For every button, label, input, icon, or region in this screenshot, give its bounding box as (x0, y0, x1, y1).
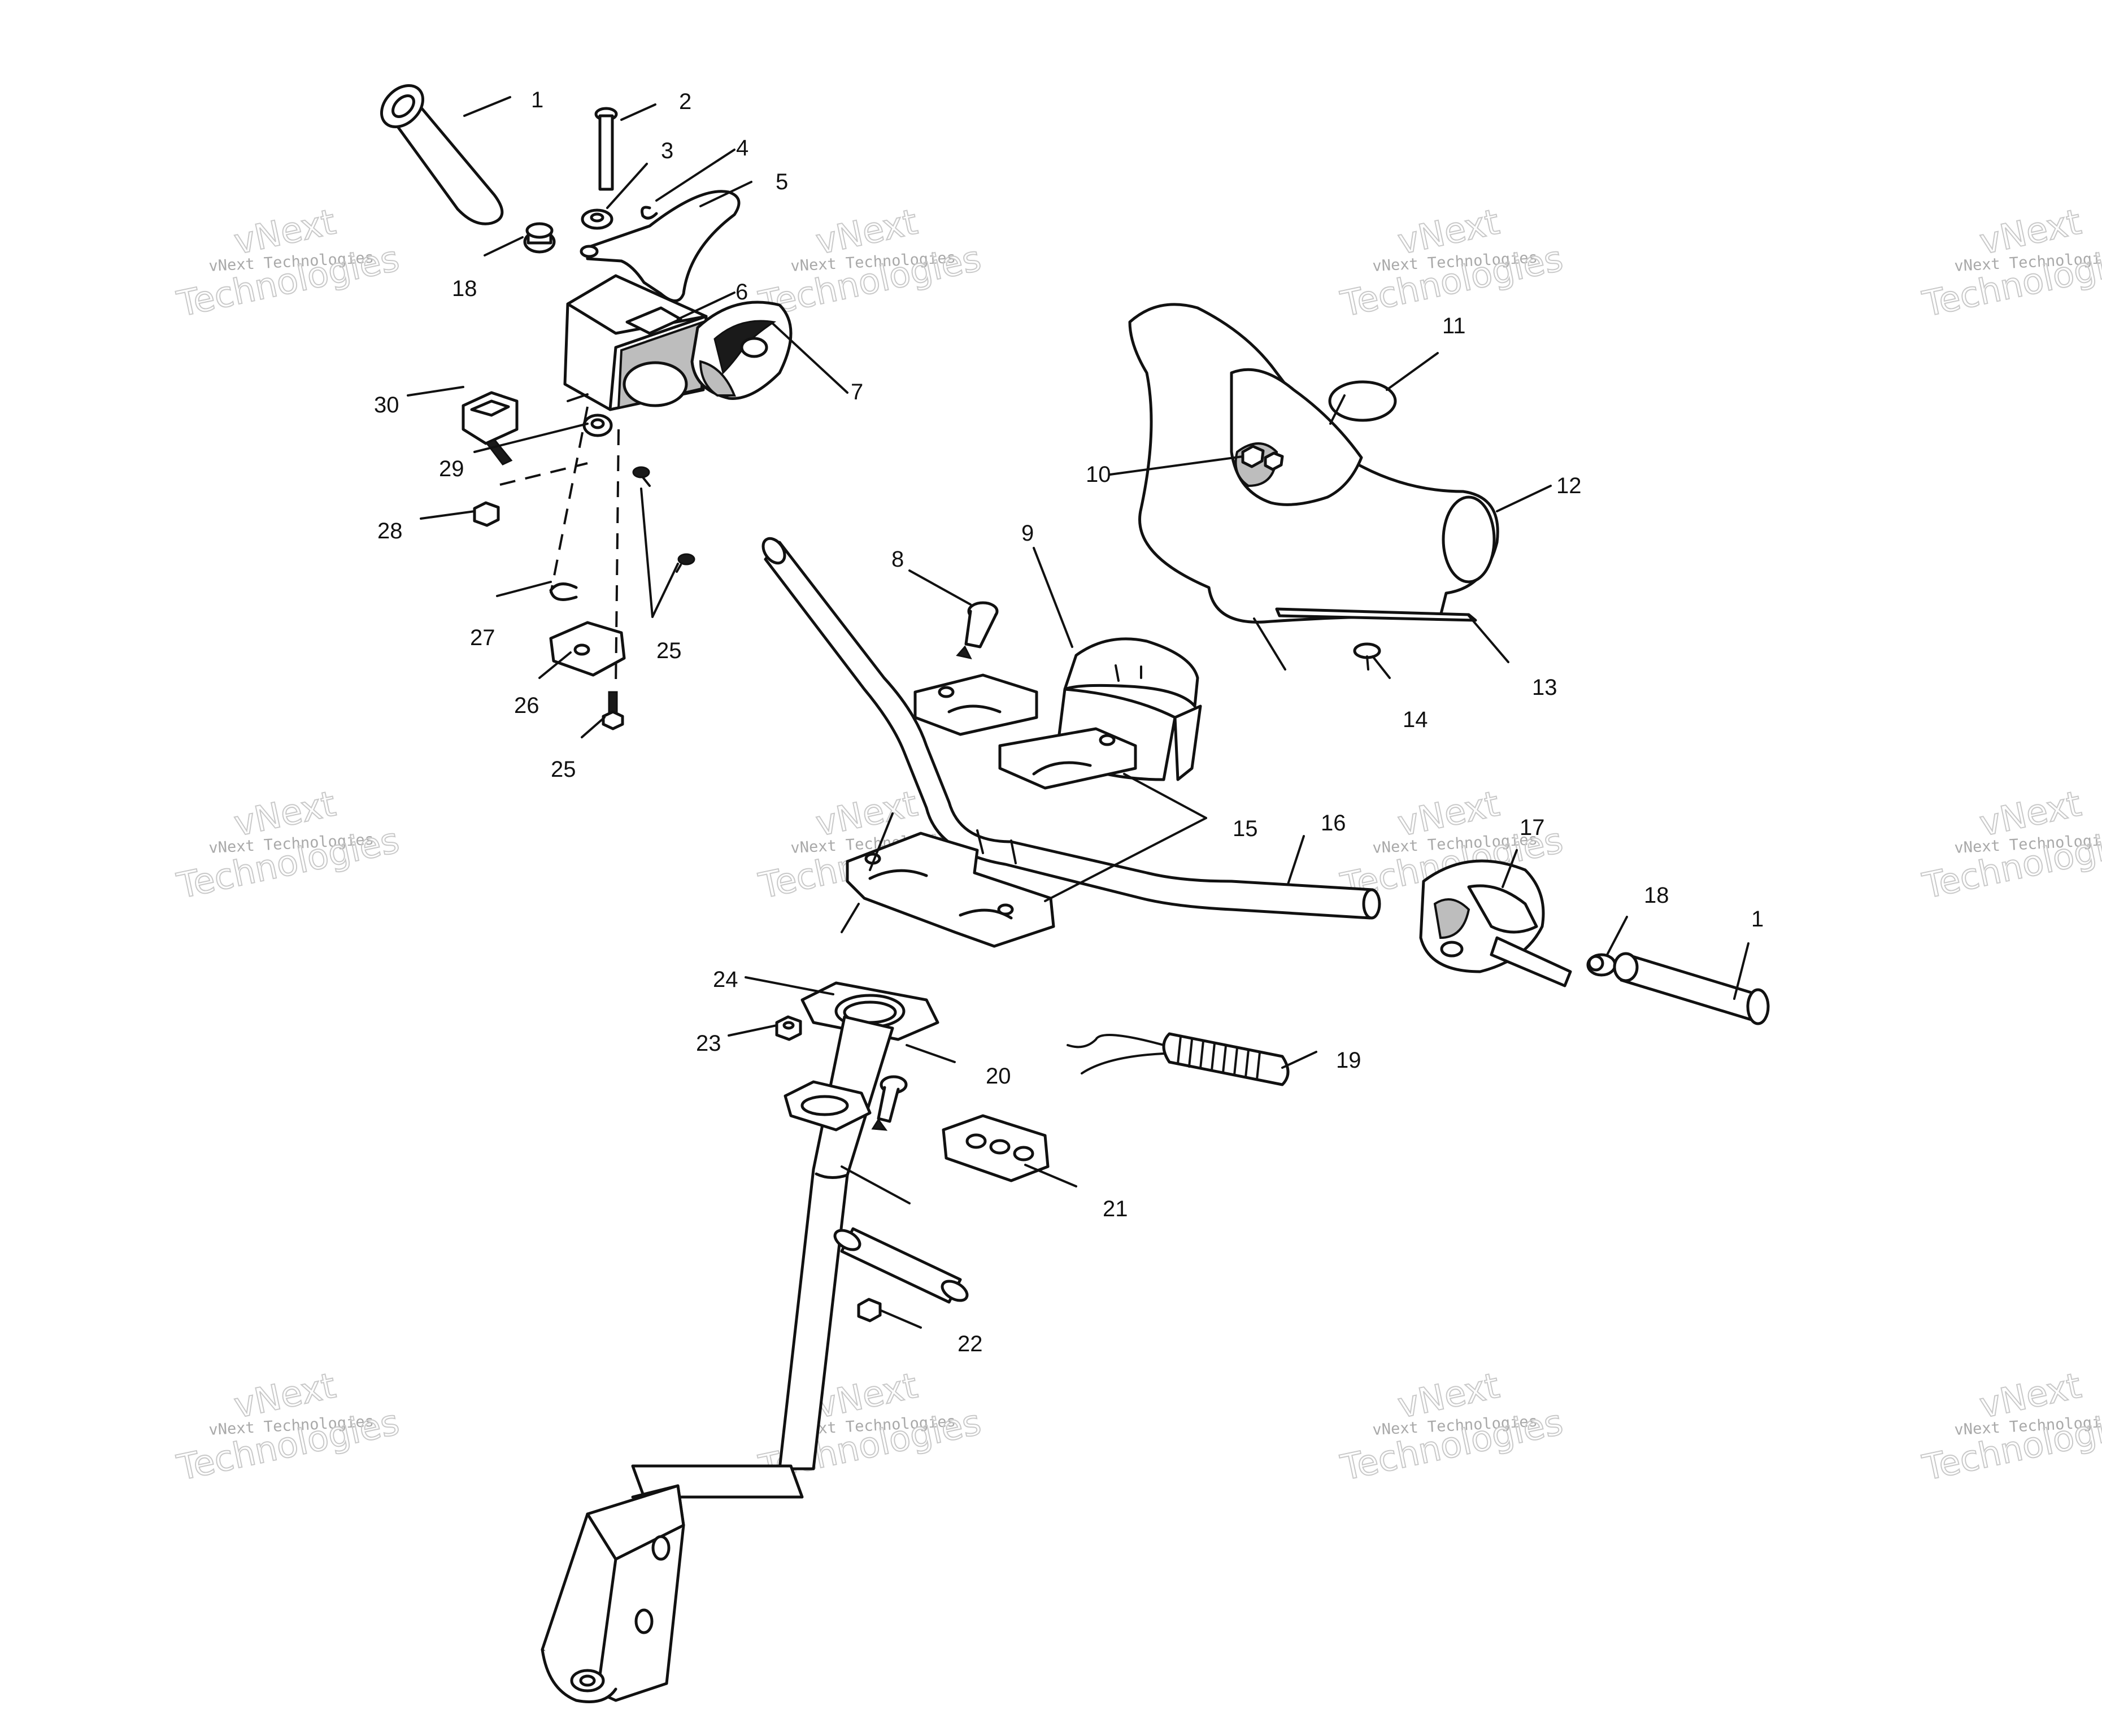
callout-6: 6 (736, 280, 748, 304)
switch-housing (690, 301, 793, 400)
watermark: vNext vNext Technologies Technologies (173, 782, 403, 907)
watermark: vNext vNext Technologies Technologies (1337, 1364, 1567, 1489)
callout-3: 3 (661, 138, 673, 163)
callout-26: 26 (514, 693, 539, 718)
callout-12: 12 (1556, 473, 1582, 498)
watermark: vNext vNext Technologies Technologies (1918, 1364, 2102, 1489)
grip-right (1613, 952, 1770, 1025)
callout-17: 17 (1520, 815, 1545, 840)
watermark: vNext vNext Technologies Technologies (173, 201, 403, 325)
callout-11: 11 (1442, 314, 1466, 338)
throttle-lever (586, 190, 741, 302)
plug-right (1586, 953, 1617, 977)
nut-22 (857, 1298, 882, 1322)
callout-5: 5 (776, 169, 788, 194)
watermark: vNext vNext Technologies Technologies (755, 201, 985, 325)
callout-15: 15 (1233, 816, 1258, 841)
callout-23: 23 (696, 1031, 721, 1056)
callout-20: 20 (986, 1064, 1011, 1089)
assembly-line-22 (841, 1165, 911, 1204)
throttle-block (563, 274, 708, 411)
watermarks: vNext vNext Technologies Technologies vN… (173, 201, 2102, 1489)
callout-16: 16 (1321, 811, 1346, 836)
grip-left (380, 84, 504, 225)
callout-4: 4 (736, 136, 748, 160)
callout-13: 13 (1532, 675, 1557, 700)
leader-lines (407, 96, 1750, 1329)
watermark: vNext vNext Technologies Technologies (173, 1364, 403, 1489)
callout-29: 29 (439, 456, 464, 481)
assembly-line-15 (869, 812, 894, 871)
callout-14: 14 (1403, 707, 1428, 732)
nut-28 (473, 501, 500, 527)
screw-25a (632, 466, 651, 487)
callout-8: 8 (891, 547, 904, 572)
kill-switch (462, 391, 519, 465)
callout-1: 1 (531, 88, 543, 112)
callout-27: 27 (470, 625, 495, 650)
callout-2: 2 (679, 89, 691, 114)
pad-strip (1275, 607, 1477, 622)
callout-18: 18 (452, 276, 477, 301)
clamp-bolt (956, 601, 999, 660)
nut-23 (775, 1015, 802, 1041)
steering-column (541, 1015, 894, 1703)
callout-1b: 1 (1751, 907, 1764, 932)
callout-21: 21 (1103, 1197, 1128, 1221)
watermark: vNext vNext Technologies Technologies (1337, 201, 1567, 325)
washer (581, 208, 613, 230)
watermark: vNext vNext Technologies Technologies (1918, 782, 2102, 907)
callout-28: 28 (377, 519, 403, 543)
handlebar (761, 537, 1381, 920)
cover-plate (549, 621, 626, 677)
bar-clamp-upper (913, 673, 1038, 736)
nut-29 (582, 414, 613, 437)
handlebar-pad (1128, 303, 1499, 624)
pad-cap (1328, 380, 1397, 422)
watermark: vNext vNext Technologies Technologies (1918, 201, 2102, 325)
callout-10: 10 (1086, 462, 1111, 487)
callout-25b: 25 (551, 757, 576, 782)
callout-25: 25 (656, 638, 682, 663)
pivot-pin (594, 107, 618, 191)
callout-30: 30 (374, 393, 399, 417)
bolt-20 (871, 1075, 908, 1131)
callout-labels: 1 2 3 4 5 6 7 8 9 10 11 12 13 14 15 16 1… (374, 88, 1764, 1356)
brake-housing (1419, 859, 1572, 987)
circlip (549, 582, 578, 601)
callout-9: 9 (1021, 521, 1034, 546)
heater-element (1067, 1032, 1290, 1086)
plug-left (523, 222, 556, 254)
assembly-lines (499, 393, 620, 690)
e-clip (641, 206, 658, 220)
bar-riser (846, 832, 1055, 948)
spacer-tube (833, 1227, 969, 1304)
callout-22: 22 (958, 1332, 983, 1356)
rivet (1353, 642, 1381, 671)
callout-7: 7 (851, 380, 863, 404)
bar-clamp-lower (998, 727, 1137, 790)
callout-24: 24 (713, 967, 738, 992)
mounting-plate (942, 1114, 1050, 1182)
assembly-line-15b (841, 903, 860, 933)
screw-25c (602, 691, 624, 730)
throttle-lever-hole (580, 245, 599, 258)
callout-19: 19 (1336, 1048, 1361, 1073)
screw-25b (676, 553, 695, 573)
callout-18b: 18 (1644, 883, 1669, 908)
